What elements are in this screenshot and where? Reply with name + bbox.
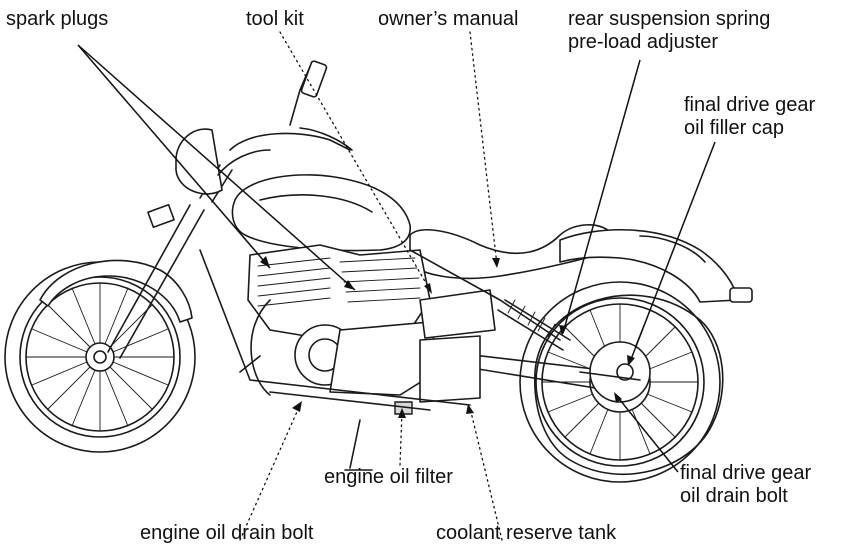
label-spark-plugs: spark plugs bbox=[6, 8, 108, 31]
engine bbox=[247, 244, 496, 415]
label-coolant-reserve-tank: coolant reserve tank bbox=[436, 522, 616, 545]
label-final-drive-drain-line2: oil drain bolt bbox=[680, 485, 788, 507]
label-tool-kit: tool kit bbox=[246, 8, 304, 31]
label-engine-oil-filter: engine oil filter bbox=[324, 466, 453, 489]
final-drive-hub bbox=[579, 341, 651, 403]
rear-shock bbox=[497, 299, 571, 351]
label-final-drive-drain-line1: final drive gear bbox=[680, 462, 812, 484]
label-rear-suspension-line2: pre-load adjuster bbox=[568, 31, 719, 53]
front-wheel bbox=[4, 261, 196, 453]
label-rear-suspension-line1: rear suspension spring bbox=[568, 8, 771, 30]
label-engine-oil-drain-bolt-text: engine oil drain bolt bbox=[140, 522, 314, 544]
label-spark-plugs-text: spark plugs bbox=[6, 8, 109, 30]
label-engine-oil-filter-text: engine oil filter bbox=[324, 466, 453, 488]
frame bbox=[199, 249, 621, 411]
front-fork bbox=[39, 164, 233, 359]
seat bbox=[409, 224, 753, 303]
label-rear-suspension: rear suspension spring pre-load adjuster bbox=[568, 8, 770, 54]
label-final-drive-filler: final drive gear oil filler cap bbox=[684, 94, 815, 140]
label-coolant-reserve-tank-text: coolant reserve tank bbox=[436, 522, 617, 544]
label-owners-manual: owner’s manual bbox=[378, 8, 518, 31]
front-controls bbox=[175, 60, 353, 195]
label-final-drive-drain: final drive gear oil drain bolt bbox=[680, 462, 811, 508]
leader-lines bbox=[77, 31, 716, 541]
label-engine-oil-drain-bolt: engine oil drain bolt bbox=[140, 522, 313, 545]
label-final-drive-filler-line1: final drive gear bbox=[684, 94, 816, 116]
label-tool-kit-text: tool kit bbox=[246, 8, 304, 30]
fuel-tank bbox=[231, 174, 411, 252]
label-final-drive-filler-line2: oil filler cap bbox=[684, 117, 785, 139]
exhaust bbox=[239, 299, 373, 471]
label-owners-manual-text: owner’s manual bbox=[378, 8, 519, 30]
